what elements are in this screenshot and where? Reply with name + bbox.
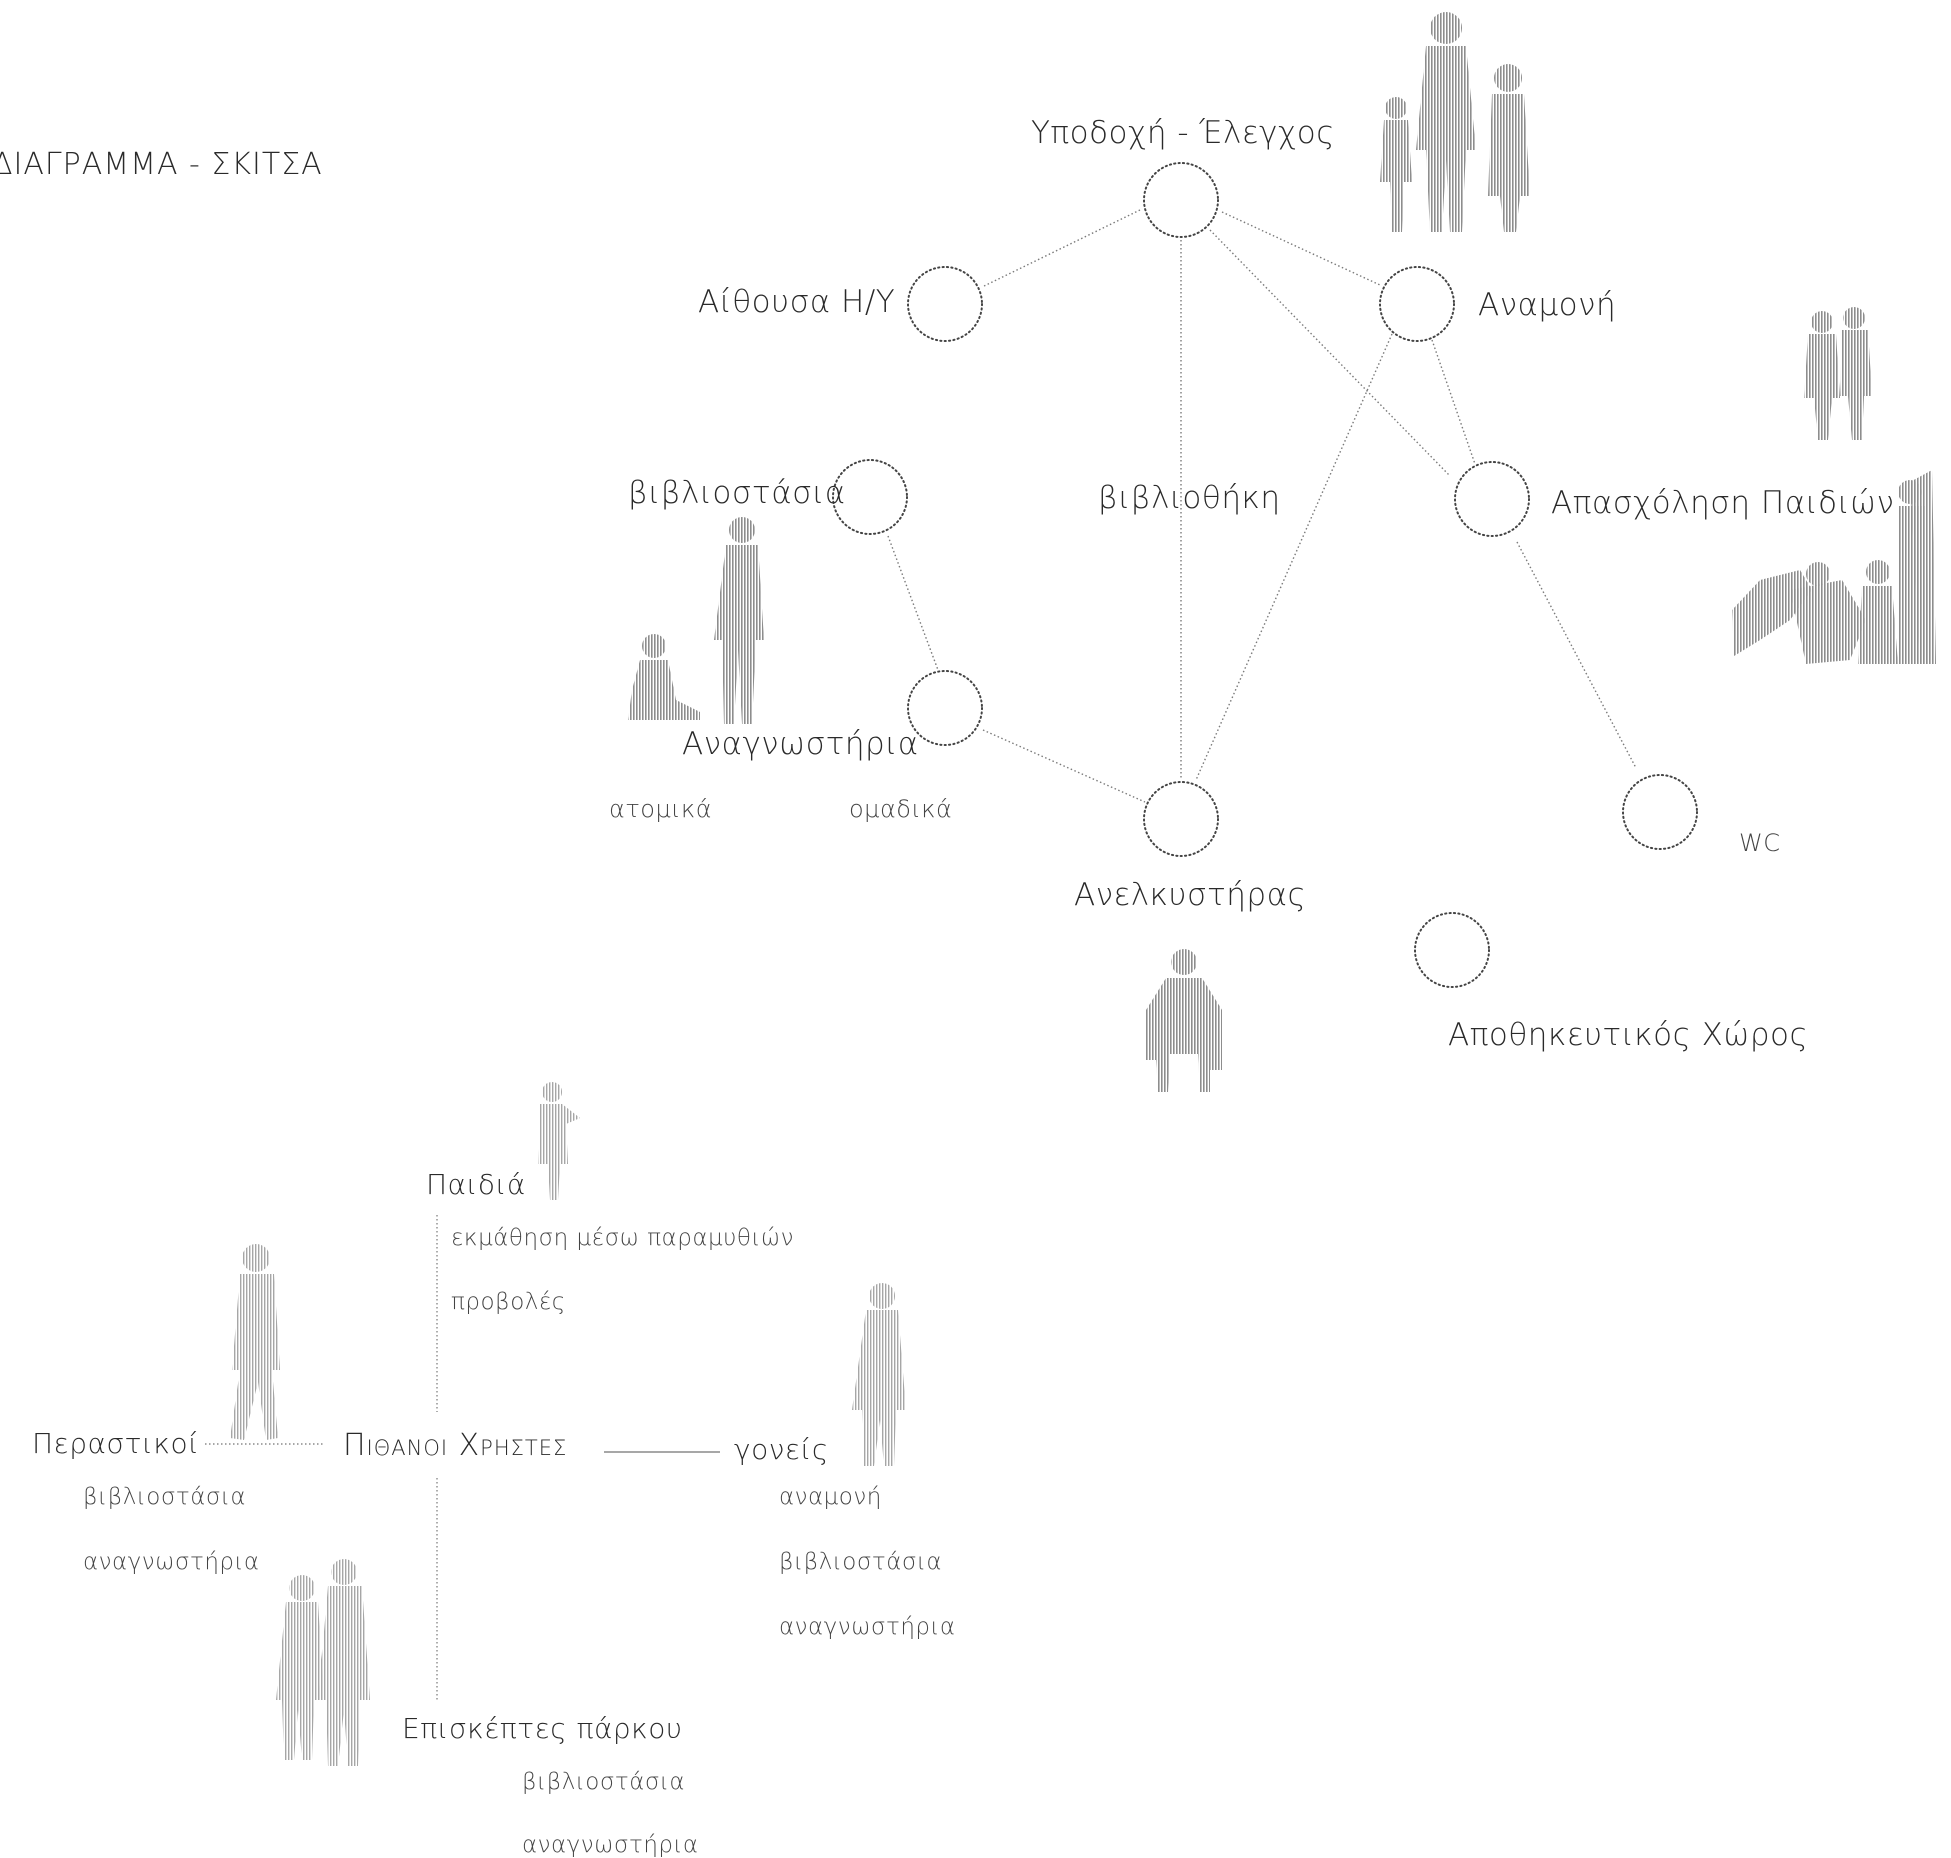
space-nodes: [832, 162, 1698, 988]
walking-man-silhouette-icon: [230, 1244, 280, 1440]
little-girl-silhouette-icon: [538, 1082, 580, 1200]
playing-children-silhouette-icon: [1732, 470, 1936, 664]
node-library-label: βιβλιοθήκη: [1098, 480, 1281, 516]
couple-silhouette-icon: [1804, 307, 1872, 440]
node-reception-label: Υποδοχή - Έλεγχος: [1031, 115, 1335, 151]
node-storage-circle: [1414, 912, 1490, 988]
node-wc-label: WC: [1739, 829, 1781, 857]
family-figure-group: [1380, 12, 1530, 232]
connections: [887, 209, 1637, 803]
node-elevator-label: Ανελκυστήρας: [1074, 877, 1307, 913]
node-computer-room-label: Αίθουσα Η/Υ: [698, 284, 896, 320]
user-figures: [230, 1082, 906, 1766]
link-waiting-elevator: [1195, 333, 1393, 781]
child-silhouette-icon: [1380, 97, 1412, 232]
users-parents-item-3: αναγνωστήρια: [779, 1614, 956, 1640]
node-group-label: ομαδικά: [849, 795, 953, 823]
node-reception-circle: [1143, 162, 1219, 238]
walking-woman-silhouette-icon: [852, 1283, 906, 1466]
children-playing-group: [1732, 470, 1936, 664]
page-title: ΔΙΑΓΡΑΜΜΑ - ΣΚΙΤΣΑ: [0, 147, 323, 182]
adult-silhouette-icon: [1416, 12, 1476, 232]
users-children-item-1: εκμάθηση μέσω παραμυθιών: [451, 1225, 795, 1251]
node-reading-rooms-circle: [907, 670, 983, 746]
node-computer-room-circle: [907, 266, 983, 342]
users-parents-label: γονείς: [734, 1433, 829, 1466]
link-bookshelves-reading: [887, 535, 939, 671]
user-connections: [205, 1215, 720, 1700]
node-bookshelves-label: βιβλιοστάσια: [628, 475, 846, 511]
node-individual-label: ατομικά: [609, 795, 713, 823]
link-reception-computer: [981, 209, 1141, 288]
link-reading-elevator: [982, 729, 1146, 803]
users-children-label: Παιδιά: [426, 1168, 526, 1201]
users-parents-item-2: βιβλιοστάσια: [779, 1549, 943, 1575]
users-passersby-item-1: βιβλιοστάσια: [83, 1484, 247, 1510]
node-waiting-circle: [1379, 266, 1455, 342]
node-elevator-circle: [1143, 781, 1219, 857]
users-children-item-2: προβολές: [451, 1289, 566, 1315]
woman-silhouette-icon: [1488, 64, 1530, 232]
node-reading-rooms-label: Αναγνωστήρια: [682, 726, 919, 762]
standing-reader-silhouette-icon: [714, 517, 764, 724]
couple-figure-group: [1804, 307, 1872, 440]
users-passersby-label: Περαστικοί: [32, 1427, 200, 1460]
users-park-visitors-item-2: αναγνωστήρια: [522, 1832, 699, 1858]
reading-figures-group: [628, 517, 764, 724]
park-visitors-silhouette-icon: [276, 1559, 370, 1766]
link-reception-children: [1209, 229, 1451, 477]
node-bookshelves-circle: [832, 459, 908, 535]
wheelchair-figure-group: [1146, 949, 1222, 1092]
users-parents-item-1: αναμονή: [779, 1484, 882, 1510]
users-center-label: Πιθανοι Χρηστες: [343, 1428, 568, 1463]
link-children-wc: [1516, 541, 1637, 769]
wheelchair-user-silhouette-icon: [1146, 949, 1222, 1092]
link-waiting-children: [1431, 339, 1476, 465]
users-park-visitors-item-1: βιβλιοστάσια: [522, 1769, 686, 1795]
sitting-child-silhouette-icon: [628, 634, 700, 720]
users-passersby-item-2: αναγνωστήρια: [83, 1549, 260, 1575]
node-wc-circle: [1622, 774, 1698, 850]
node-waiting-label: Αναμονή: [1478, 287, 1617, 323]
node-storage-label: Αποθηκευτικός Χώρος: [1448, 1017, 1809, 1053]
node-children-activity-label: Απασχόληση Παιδιών: [1551, 485, 1895, 521]
link-reception-waiting: [1221, 211, 1381, 286]
users-park-visitors-label: Επισκέπτες πάρκου: [402, 1712, 683, 1745]
node-children-activity-circle: [1454, 461, 1530, 537]
